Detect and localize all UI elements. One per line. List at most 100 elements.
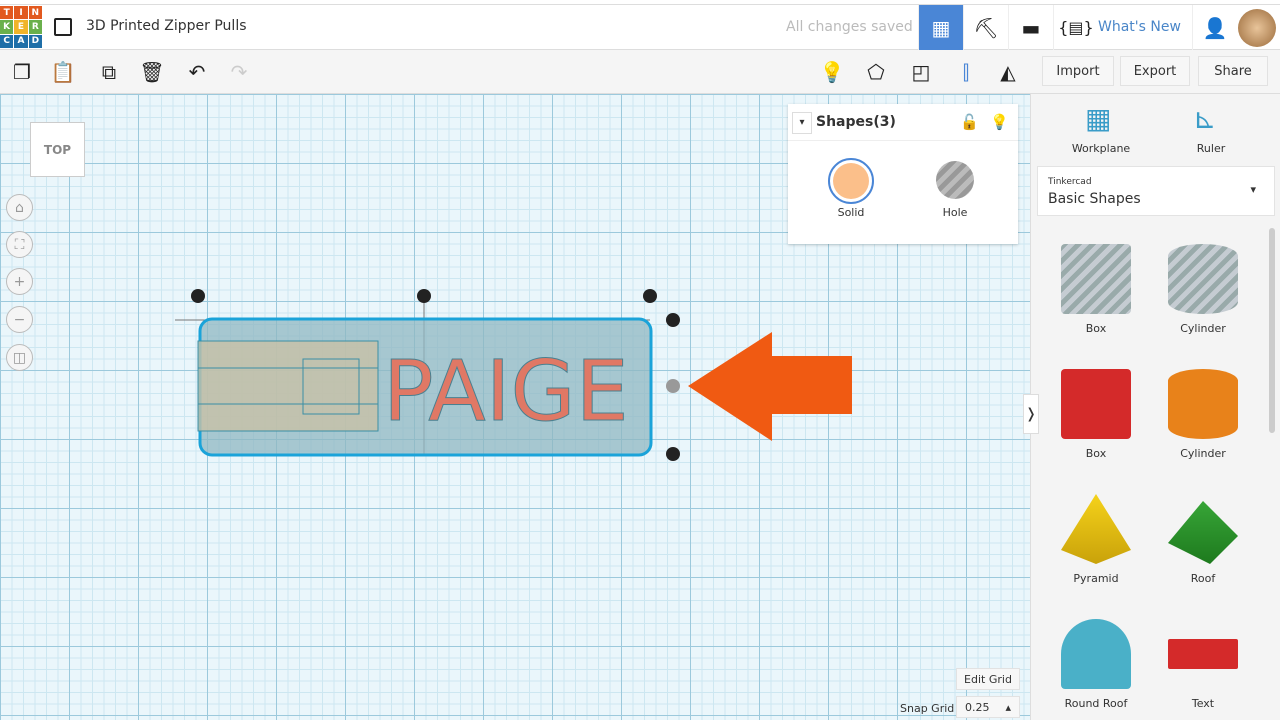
shape-pyramid[interactable]: Pyramid xyxy=(1046,494,1146,585)
avatar[interactable] xyxy=(1238,9,1276,47)
save-status: All changes saved xyxy=(786,19,913,35)
shape-label: Round Roof xyxy=(1064,697,1128,710)
shape-cylinder[interactable]: Cylinder xyxy=(1153,244,1253,335)
lightbulb-icon[interactable]: 💡 xyxy=(990,113,1009,131)
solid-button[interactable] xyxy=(828,158,874,204)
home-view-icon[interactable]: ⌂ xyxy=(6,194,33,221)
shape-cylinder[interactable]: Cylinder xyxy=(1153,369,1253,460)
height-handle xyxy=(666,379,680,393)
share-button[interactable]: Share xyxy=(1198,56,1268,86)
lock-icon[interactable]: 🔓 xyxy=(960,113,979,131)
collapse-sidebar-icon[interactable]: ❭ xyxy=(1023,394,1039,434)
shape-thumbnail xyxy=(1168,369,1238,439)
workplane-icon[interactable]: ▦ xyxy=(1085,102,1112,135)
edit-grid-button[interactable]: Edit Grid xyxy=(956,668,1020,690)
snap-grid-label: Snap Grid xyxy=(900,702,955,715)
resize-handle xyxy=(666,447,680,461)
design-title[interactable]: 3D Printed Zipper Pulls xyxy=(86,18,247,34)
shape-roof[interactable]: Roof xyxy=(1153,494,1253,585)
ungroup-icon[interactable]: ◰ xyxy=(911,60,931,84)
resize-handle xyxy=(417,289,431,303)
logo-letter: E xyxy=(14,20,28,34)
shape-thumbnail xyxy=(1061,494,1131,564)
zoom-in-icon[interactable]: + xyxy=(6,268,33,295)
shape-box[interactable]: Box xyxy=(1046,369,1146,460)
logo-letter: A xyxy=(14,34,28,48)
logo-letter: C xyxy=(0,34,14,48)
whats-new-link[interactable]: What's New xyxy=(1098,19,1181,35)
collapse-icon[interactable]: ▾ xyxy=(792,112,812,134)
workplane-label[interactable]: Workplane xyxy=(1071,142,1131,155)
caret-up-icon: ▴ xyxy=(1005,700,1011,714)
lightbulb-icon[interactable]: 💡 xyxy=(819,60,845,84)
3d-view-grid-icon[interactable]: ▦ xyxy=(918,5,963,50)
resize-handle xyxy=(666,313,680,327)
duplicate-icon[interactable]: ⧉ xyxy=(101,60,117,84)
snap-grid-select[interactable]: 0.25 ▴ xyxy=(956,696,1020,718)
ruler-label[interactable]: Ruler xyxy=(1196,142,1226,155)
shape-label: Box xyxy=(1085,447,1107,460)
logo-letter: R xyxy=(28,20,42,34)
snap-value: 0.25 xyxy=(965,700,990,714)
library-source: Tinkercad xyxy=(1048,177,1092,187)
trash-icon[interactable]: 🗑 xyxy=(139,60,165,84)
align-icon[interactable]: ⫿ xyxy=(962,60,970,84)
shape-label: Cylinder xyxy=(1180,447,1226,460)
library-name: Basic Shapes xyxy=(1048,191,1141,207)
shape-label: Pyramid xyxy=(1073,572,1119,585)
zoom-out-icon[interactable]: − xyxy=(6,306,33,333)
view-cube[interactable]: TOP xyxy=(30,122,85,177)
group-icon[interactable]: ⬠ xyxy=(867,60,885,84)
design-list-icon[interactable] xyxy=(54,18,72,36)
import-button[interactable]: Import xyxy=(1042,56,1114,86)
redo-icon[interactable]: ↷ xyxy=(230,60,248,84)
mirror-icon[interactable]: ◭ xyxy=(1000,60,1016,84)
codeblocks-icon[interactable]: {▤} xyxy=(1053,5,1098,50)
logo-letter: K xyxy=(0,20,14,34)
shape-text[interactable]: Text xyxy=(1153,619,1253,710)
logo-letter: I xyxy=(14,6,28,20)
dropdown-caret-icon: ▾ xyxy=(1250,183,1256,196)
selected-shapes[interactable]: PAIGE xyxy=(0,94,1030,720)
logo-letter: N xyxy=(28,6,42,20)
pickaxe-icon[interactable]: ⛏ xyxy=(963,5,1008,50)
shape-label: Text xyxy=(1191,697,1215,710)
logo-letter: T xyxy=(0,6,14,20)
shape-thumbnail xyxy=(1168,639,1238,669)
shape-thumbnail xyxy=(1061,369,1131,439)
solid-label: Solid xyxy=(837,206,865,219)
paste-icon[interactable]: 📋 xyxy=(50,60,76,84)
shape-box[interactable]: Box xyxy=(1046,244,1146,335)
shape-inspector: ▾ Shapes(3) 🔓 💡 Solid Hole xyxy=(788,104,1018,244)
shape-thumbnail xyxy=(1168,244,1238,314)
hole-button[interactable] xyxy=(936,161,974,199)
library-select[interactable]: Tinkercad Basic Shapes ▾ xyxy=(1037,166,1275,216)
shape-thumbnail xyxy=(1061,619,1131,689)
copy-icon[interactable]: ❐ xyxy=(13,60,31,84)
shapes-sidebar: ▦ Workplane ⊾ Ruler Tinkercad Basic Shap… xyxy=(1023,94,1280,720)
scrollbar[interactable] xyxy=(1269,228,1275,433)
shape-label: Box xyxy=(1085,322,1107,335)
inspector-title: Shapes(3) xyxy=(816,114,896,130)
ruler-icon[interactable]: ⊾ xyxy=(1193,102,1217,135)
ortho-view-icon[interactable]: ◫ xyxy=(6,344,33,371)
undo-icon[interactable]: ↶ xyxy=(188,60,206,84)
edit-toolbar: ❐ 📋 ⧉ 🗑 ↶ ↷ 💡 ⬠ ◰ ⫿ ◭ Import Export Shar… xyxy=(0,50,1280,94)
export-button[interactable]: Export xyxy=(1120,56,1190,86)
paige-text-shape: PAIGE xyxy=(383,342,629,440)
shape-thumbnail xyxy=(1061,244,1131,314)
bricks-icon[interactable]: ▬ xyxy=(1008,5,1053,50)
shape-thumbnail xyxy=(1168,501,1238,564)
hole-label: Hole xyxy=(942,206,968,219)
resize-handle xyxy=(643,289,657,303)
shape-round-roof[interactable]: Round Roof xyxy=(1046,619,1146,710)
fit-view-icon[interactable]: ⛶ xyxy=(6,231,33,258)
logo-letter: D xyxy=(28,34,42,48)
shape-label: Cylinder xyxy=(1180,322,1226,335)
shape-label: Roof xyxy=(1190,572,1216,585)
resize-handle xyxy=(191,289,205,303)
add-user-icon[interactable]: 👤 xyxy=(1192,5,1237,50)
arrow-annotation xyxy=(688,332,852,441)
